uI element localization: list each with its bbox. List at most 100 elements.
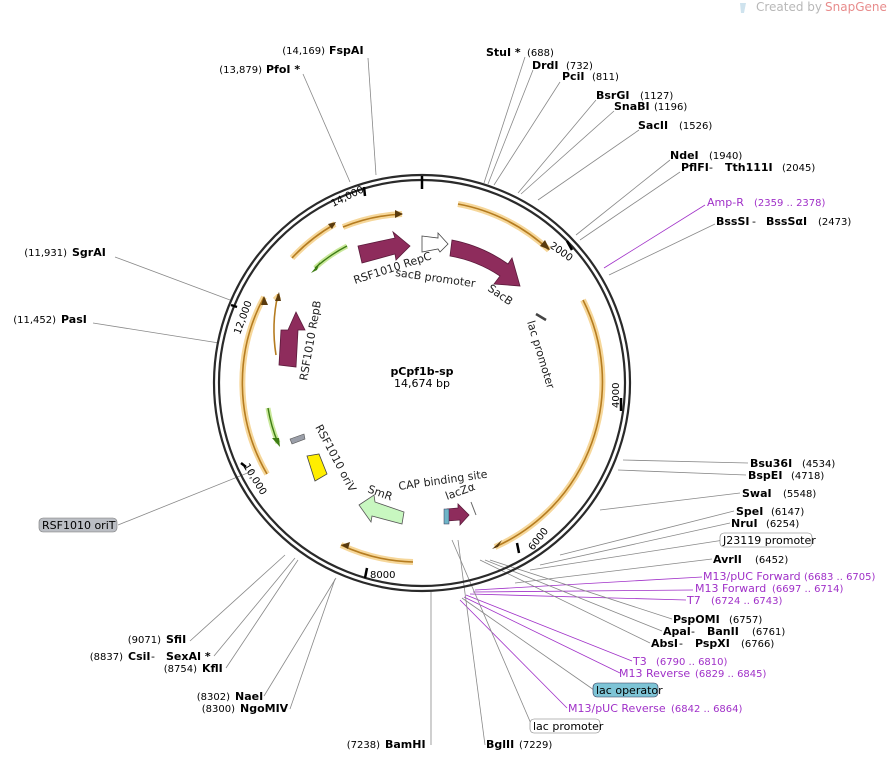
site-rsf1010-orit[interactable]: RSF1010 oriT: [38, 517, 118, 533]
site-kfli[interactable]: (8754) KflI: [164, 662, 223, 675]
site-bspei[interactable]: BspEI (4718): [748, 469, 824, 482]
site-bamhi[interactable]: (7238) BamHI: [347, 738, 426, 751]
site-stui-pos: (688): [527, 48, 554, 59]
site-apai[interactable]: ApaI - BanII (6761): [663, 625, 785, 638]
site-naei-pos: (8302): [197, 692, 230, 703]
site-spei[interactable]: SpeI (6147): [736, 505, 804, 518]
site-avrii-pos: (6452): [755, 555, 788, 566]
lac-promoter-mark: [535, 312, 547, 322]
snapgene-logo-icon: [740, 3, 746, 13]
site-fspai[interactable]: (14,169) FspAI: [282, 44, 363, 57]
site-absi[interactable]: AbsI - PspXI (6766): [651, 637, 774, 650]
site-m13puc-rev-pos: (6842 .. 6864): [671, 704, 743, 715]
label-sacb-promoter: sacB promoter: [395, 266, 477, 290]
site-pfoi[interactable]: (13,879) PfoI *: [219, 63, 300, 76]
site-bglii[interactable]: BglII (7229): [486, 738, 552, 751]
site-lac-operator-name: lac operator: [596, 684, 663, 697]
rsf1010-oriv-box: [306, 453, 328, 482]
site-pasi[interactable]: (11,452) PasI: [13, 313, 87, 326]
site-m13puc-rev-name: M13/pUC Reverse: [568, 702, 666, 715]
site-nrui[interactable]: NruI (6254): [731, 517, 799, 530]
site-ndei-pos: (1940): [709, 151, 742, 162]
site-bsssi[interactable]: BssSI - BssSαI (2473): [716, 215, 851, 228]
site-sfii[interactable]: (9071) SfiI: [128, 633, 186, 646]
site-m13-fwd[interactable]: M13 Forward (6697 .. 6714): [695, 582, 844, 595]
site-ampr-name: Amp-R: [707, 196, 744, 209]
site-snabi[interactable]: SnaBI (1196): [614, 100, 687, 113]
label-sacb: SacB: [485, 282, 515, 308]
site-avrii[interactable]: AvrII (6452): [713, 553, 788, 566]
site-t3[interactable]: T3 (6790 .. 6810): [632, 655, 728, 668]
site-csii-sep: -: [151, 650, 155, 663]
lac-operator-mark: [443, 508, 450, 525]
site-swai-name: SwaI: [742, 487, 772, 500]
site-tth111i-name: Tth111I: [725, 161, 773, 174]
site-bsssi-sep: -: [752, 215, 756, 228]
site-absi-name: AbsI: [651, 637, 678, 650]
site-swai[interactable]: SwaI (5548): [742, 487, 816, 500]
site-m13puc-fwd-pos: (6683 .. 6705): [804, 572, 876, 583]
sacb-arrow: [449, 239, 521, 287]
site-m13puc-fwd[interactable]: M13/pUC Forward (6683 .. 6705): [703, 570, 876, 583]
site-sgrai[interactable]: (11,931) SgrAI: [24, 246, 106, 259]
site-kfli-pos: (8754): [164, 664, 197, 675]
site-lac-promoter-name: lac promoter: [533, 720, 604, 733]
site-bsssai-name: BssSαI: [766, 215, 807, 228]
site-ndei[interactable]: NdeI (1940): [670, 149, 742, 162]
site-rsf1010-orit-name: RSF1010 oriT: [42, 519, 116, 532]
site-pspomi-name: PspOMI: [673, 613, 720, 626]
j23119-badge: [719, 532, 813, 548]
site-bsu36i-name: Bsu36I: [750, 457, 792, 470]
site-bglii-pos: (7229): [519, 740, 552, 751]
snapgene-watermark: Created by SnapGene: [740, 0, 887, 14]
site-banii-name: BanII: [707, 625, 739, 638]
site-bspei-pos: (4718): [791, 471, 824, 482]
site-j23119[interactable]: J23119 promoter: [719, 532, 816, 548]
rsf1010-orit-box: [289, 433, 306, 445]
watermark-brand: SnapGene: [825, 0, 887, 14]
site-sfii-pos: (9071): [128, 635, 161, 646]
site-stui[interactable]: StuI * (688): [486, 46, 554, 59]
lacza-arrow: [446, 503, 470, 527]
site-pfoi-pos: (13,879): [219, 65, 262, 76]
site-bsrgi[interactable]: BsrGI (1127): [596, 89, 673, 102]
plasmid-name: pCpf1b-sp: [390, 365, 453, 378]
site-m13-rev[interactable]: M13 Reverse (6829 .. 6845): [619, 667, 767, 680]
site-drdi[interactable]: DrdI (732): [532, 59, 593, 72]
site-snabi-pos: (1196): [654, 102, 687, 113]
site-sacii[interactable]: SacII (1526): [638, 119, 712, 132]
site-pcii[interactable]: PciI (811): [562, 70, 619, 83]
site-absi-pos: (6766): [741, 639, 774, 650]
cap-site-mark: [470, 501, 477, 516]
site-snabi-name: SnaBI: [614, 100, 650, 113]
site-ndei-name: NdeI: [670, 149, 699, 162]
site-csii-pos: (8837): [90, 652, 123, 663]
site-m13puc-rev[interactable]: M13/pUC Reverse (6842 .. 6864): [568, 702, 743, 715]
site-bglii-name: BglII: [486, 738, 514, 751]
site-lac-operator[interactable]: lac operator: [592, 682, 663, 698]
site-t7[interactable]: T7 (6724 .. 6743): [686, 594, 783, 607]
site-swai-pos: (5548): [783, 489, 816, 500]
site-apai-pos: (6761): [752, 627, 785, 638]
site-pasi-name: PasI: [61, 313, 87, 326]
site-ampr[interactable]: Amp-R (2359 .. 2378): [707, 196, 826, 209]
green-features: [265, 243, 349, 447]
site-pflfi-pos: (2045): [782, 163, 815, 174]
site-pasi-pos: (11,452): [13, 315, 56, 326]
lac-operator-badge: [592, 682, 659, 698]
site-bsssi-pos: (2473): [818, 217, 851, 228]
site-lac-promoter[interactable]: lac promoter: [529, 718, 604, 734]
site-sexai-name: SexAI *: [166, 650, 211, 663]
site-ngomiv[interactable]: (8300) NgoMIV: [202, 702, 289, 715]
site-j23119-name: J23119 promoter: [722, 534, 816, 547]
site-spei-pos: (6147): [771, 507, 804, 518]
site-naei[interactable]: (8302) NaeI: [197, 690, 263, 703]
site-pspomi[interactable]: PspOMI (6757): [673, 613, 762, 626]
site-sgrai-pos: (11,931): [24, 248, 67, 259]
site-pflfi[interactable]: PflFI - Tth111I (2045): [681, 161, 815, 174]
site-bsu36i[interactable]: Bsu36I (4534): [750, 457, 835, 470]
site-csii[interactable]: (8837) CsiI - SexAI *: [90, 650, 211, 663]
tick-8000: 8000: [370, 570, 395, 581]
